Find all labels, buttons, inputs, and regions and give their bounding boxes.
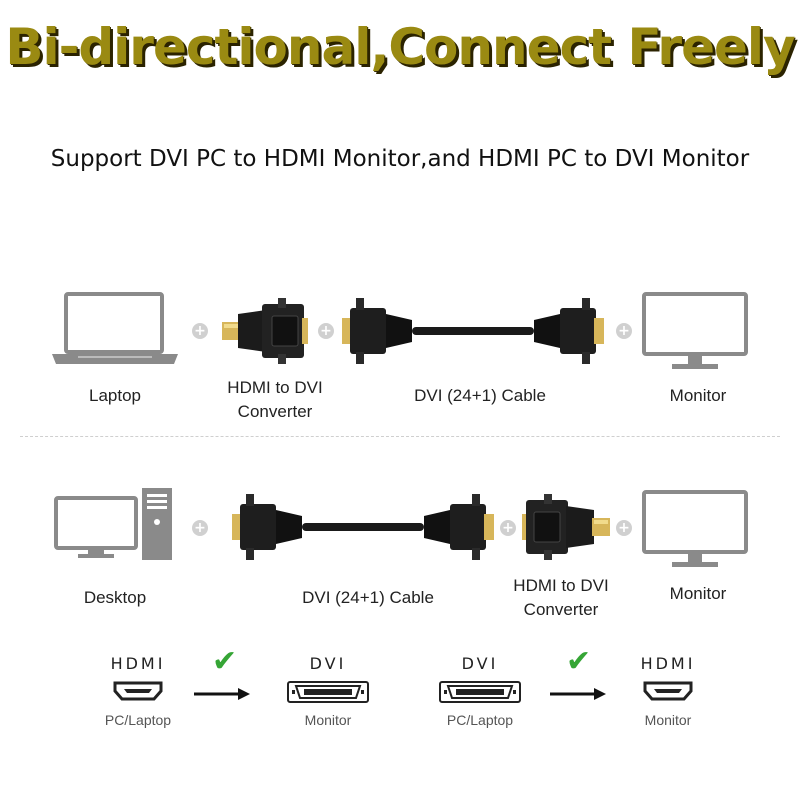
- hdmi-to-dvi-converter-icon: [222, 296, 314, 366]
- dvi-source-sub: PC/Laptop: [446, 712, 514, 728]
- desktop-icon: [54, 486, 174, 562]
- monitor-label-row2: Monitor: [669, 584, 727, 603]
- section-divider: [20, 436, 780, 437]
- cable-label-row2: DVI (24+1) Cable: [302, 588, 434, 607]
- hdmi-to-dvi-converter-icon: [518, 492, 610, 562]
- plus-icon: +: [192, 323, 208, 339]
- dvi-port-icon: [438, 680, 522, 704]
- plus-icon: +: [192, 520, 208, 536]
- converter-label-row1: HDMI to DVI Converter: [227, 378, 323, 421]
- plus-icon: +: [616, 520, 632, 536]
- dvi-port-icon: [286, 680, 370, 704]
- laptop-icon: [48, 292, 182, 368]
- dvi-target-title: DVI: [309, 654, 347, 673]
- hdmi-source-title: HDMI: [110, 654, 166, 673]
- dvi-cable-icon: [232, 492, 494, 562]
- check-icon: ✔: [212, 644, 238, 679]
- arrow-right-icon: [194, 686, 252, 702]
- monitor-label-row1: Monitor: [669, 386, 727, 405]
- plus-icon: +: [616, 323, 632, 339]
- cable-label-row1: DVI (24+1) Cable: [414, 386, 546, 405]
- plus-icon: +: [500, 520, 516, 536]
- hdmi-port-icon: [642, 680, 694, 702]
- monitor-icon: [642, 490, 750, 570]
- headline: Bi-directional,Connect Freely: [5, 18, 795, 76]
- dvi-cable-icon: [342, 296, 604, 366]
- desktop-label: Desktop: [83, 588, 147, 607]
- arrow-right-icon: [550, 686, 608, 702]
- dvi-source-title: DVI: [461, 654, 499, 673]
- dvi-target-sub: Monitor: [304, 712, 352, 728]
- laptop-label: Laptop: [89, 386, 141, 405]
- hdmi-target-sub: Monitor: [644, 712, 692, 728]
- monitor-icon: [642, 292, 750, 372]
- hdmi-port-icon: [112, 680, 164, 702]
- check-icon: ✔: [566, 644, 592, 679]
- converter-label-row2: HDMI to DVI Converter: [513, 576, 609, 619]
- hdmi-source-sub: PC/Laptop: [104, 712, 172, 728]
- subheadline: Support DVI PC to HDMI Monitor,and HDMI …: [50, 146, 750, 172]
- plus-icon: +: [318, 323, 334, 339]
- hdmi-target-title: HDMI: [640, 654, 696, 673]
